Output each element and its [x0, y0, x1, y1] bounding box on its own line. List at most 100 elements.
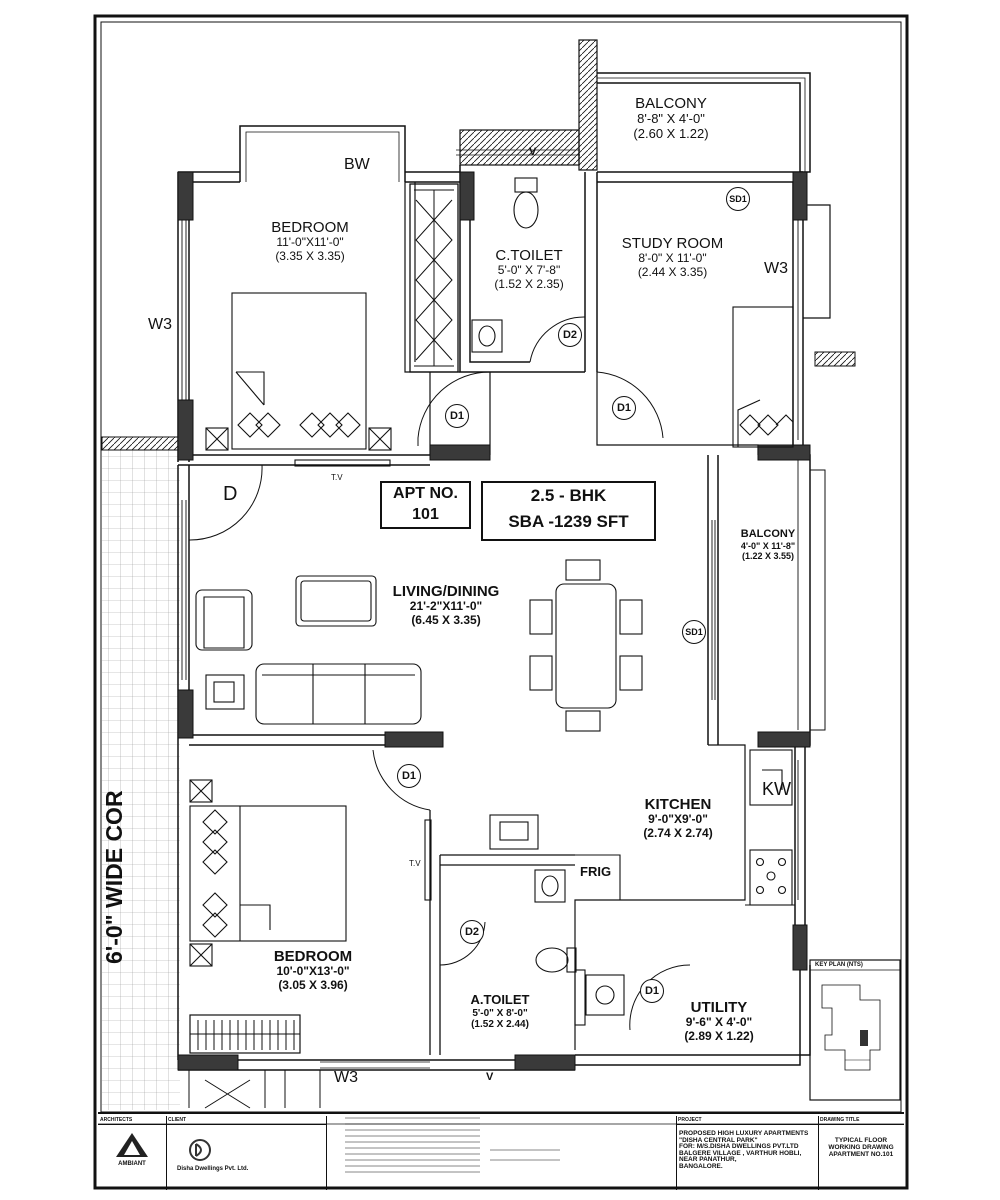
room-label-a-toilet: A.TOILET 5'-0" X 8'-0" (1.52 X 2.44) [455, 992, 545, 1031]
room-metric: (2.44 X 3.35) [637, 265, 708, 280]
client-cell: CLIENT Disha Dwellings Pvt. Ltd. [166, 1116, 327, 1190]
drawing-title-cell: DRAWING TITLE TYPICAL FLOOR WORKING DRAW… [818, 1116, 904, 1190]
drawing-title-line-3: APARTMENT NO.101 [828, 1151, 894, 1158]
architects-cell: ARCHITECTS AMBIANT [98, 1116, 167, 1190]
room-label-balcony-top: BALCONY 8'-8" X 4'-0" (2.60 X 1.22) [606, 95, 736, 142]
code-d1-study: D1 [612, 396, 636, 420]
project-line-5: NEAR PANATHUR, [679, 1156, 737, 1163]
code-w3-left: W3 [148, 316, 172, 333]
key-plan [809, 959, 901, 1101]
room-metric: (1.52 X 2.44) [471, 1019, 529, 1031]
room-metric: (6.45 X 3.35) [411, 613, 481, 628]
code-d1-bedroom-bottom: D1 [397, 764, 421, 788]
room-label-living-dining: LIVING/DINING 21'-2"X11'-0" (6.45 X 3.35… [380, 583, 512, 628]
schedule-cell [326, 1116, 677, 1190]
client-logo-icon [189, 1139, 211, 1161]
room-metric: (3.35 X 3.35) [275, 249, 345, 264]
room-name: BALCONY [635, 95, 707, 112]
walls [177, 39, 831, 1109]
room-metric: (1.22 X 3.55) [741, 550, 795, 561]
room-dimension: 8'-8" X 4'-0" [637, 111, 705, 127]
corridor-tiles [101, 351, 856, 1110]
columns [177, 171, 811, 1071]
code-sd1-balcony: SD1 [682, 620, 706, 644]
code-d1-utility: D1 [640, 979, 664, 1003]
code-w3-right: W3 [764, 260, 788, 277]
room-name: BEDROOM [273, 948, 353, 965]
project-line-3: FOR: M/S.DISHA DWELLINGS PVT.LTD [679, 1143, 799, 1150]
code-frig: FRIG [580, 864, 612, 879]
project-line-1: PROPOSED HIGH LUXURY APARTMENTS [679, 1130, 809, 1137]
room-name: C.TOILET [495, 247, 563, 264]
room-dimension: 9'-6" X 4'-0" [685, 1015, 753, 1030]
apartment-line2: 101 [412, 506, 439, 523]
architects-heading: ARCHITECTS [98, 1116, 166, 1125]
code-d1-bedroom-top: D1 [445, 404, 469, 428]
room-name: LIVING/DINING [392, 583, 500, 600]
code-d2-c-toilet: D2 [558, 323, 582, 347]
project-cell: PROJECT PROPOSED HIGH LUXURY APARTMENTS … [676, 1116, 819, 1190]
code-bw: BW [344, 156, 370, 173]
room-metric: (2.60 X 1.22) [633, 126, 709, 142]
code-v-bottom: V [486, 1071, 494, 1083]
configuration-line1: 2.5 - BHK [530, 486, 607, 505]
room-name: BALCONY [740, 528, 796, 540]
corridor-label: 6'-0" WIDE COR [0, 790, 128, 964]
project-details: PROPOSED HIGH LUXURY APARTMENTS "DISHA C… [676, 1125, 818, 1172]
project-heading: PROJECT [676, 1116, 818, 1125]
room-label-bedroom-bottom: BEDROOM 10'-0"X13'-0" (3.05 X 3.96) [257, 948, 369, 993]
code-v-top: V [529, 146, 537, 158]
project-line-2: "DISHA CENTRAL PARK" [679, 1136, 758, 1144]
architect-logo-icon [116, 1133, 148, 1157]
code-main-door: D [223, 483, 238, 505]
room-metric: (2.74 X 2.74) [643, 826, 713, 841]
drawing-title-line-1: TYPICAL FLOOR [834, 1137, 888, 1144]
sanitary-fixtures [471, 177, 577, 973]
key-plan-title: KEY PLAN (NTS) [815, 962, 863, 968]
code-w3-bottom: W3 [334, 1069, 358, 1086]
room-label-c-toilet: C.TOILET 5'-0" X 7'-8" (1.52 X 2.35) [474, 247, 584, 292]
room-dimension: 11'-0"X11'-0" [276, 235, 344, 250]
room-metric: (1.52 X 2.35) [494, 277, 564, 292]
room-label-kitchen: KITCHEN 9'-0"X9'-0" (2.74 X 2.74) [628, 796, 728, 841]
room-dimension: 5'-0" X 7'-8" [497, 263, 561, 278]
code-tv-bottom: T.V [409, 859, 421, 868]
room-label-bedroom-top: BEDROOM 11'-0"X11'-0" (3.35 X 3.35) [250, 219, 370, 264]
room-name: STUDY ROOM [621, 235, 724, 252]
room-name: BEDROOM [271, 219, 349, 236]
room-dimension: 10'-0"X13'-0" [276, 964, 350, 979]
apartment-number-box: APT NO. 101 [380, 481, 471, 529]
room-name: KITCHEN [644, 796, 712, 813]
drawing-title-details: TYPICAL FLOOR WORKING DRAWING APARTMENT … [818, 1125, 904, 1160]
architects-name: AMBIANT [118, 1161, 146, 1167]
room-label-study-room: STUDY ROOM 8'-0" X 11'-0" (2.44 X 3.35) [605, 235, 740, 280]
client-heading: CLIENT [166, 1116, 326, 1125]
room-dimension: 8'-0" X 11'-0" [638, 251, 707, 266]
drawing-title-line-2: WORKING DRAWING [828, 1144, 894, 1151]
apartment-line1: APT NO. [393, 485, 458, 502]
windows [181, 190, 799, 900]
room-label-balcony-right: BALCONY 4'-0" X 11'-8" (1.22 X 3.55) [726, 528, 810, 561]
code-sd1-study: SD1 [726, 187, 750, 211]
project-line-4: BALGERE VILLAGE , VARTHUR HOBLI, [679, 1149, 802, 1157]
furniture [189, 292, 794, 1026]
room-dimension: 4'-0" X 11'-8" [740, 540, 796, 551]
wardrobes [189, 189, 454, 1054]
project-line-6: BANGALORE. [679, 1162, 723, 1170]
room-dimension: 5'-0" X 8'-0" [472, 1007, 528, 1019]
configuration-line2: SBA -1239 SFT [508, 512, 629, 531]
code-d2-a-toilet: D2 [460, 920, 484, 944]
room-metric: (3.05 X 3.96) [278, 978, 348, 993]
room-dimension: 21'-2"X11'-0" [409, 599, 483, 614]
title-block: ARCHITECTS AMBIANT CLIENT Disha Dwelling… [98, 1112, 904, 1190]
room-metric: (2.89 X 1.22) [684, 1029, 754, 1044]
client-name: Disha Dwellings Pvt. Ltd. [177, 1166, 249, 1172]
room-label-utility: UTILITY 9'-6" X 4'-0" (2.89 X 1.22) [664, 999, 774, 1044]
corridor-label-text: 6'-0" WIDE COR [101, 790, 128, 964]
configuration-box: 2.5 - BHK SBA -1239 SFT [481, 481, 656, 541]
doors [188, 149, 691, 1031]
room-name: UTILITY [690, 999, 748, 1016]
code-kw: KW [762, 779, 791, 799]
code-tv-top: T.V [331, 473, 343, 482]
